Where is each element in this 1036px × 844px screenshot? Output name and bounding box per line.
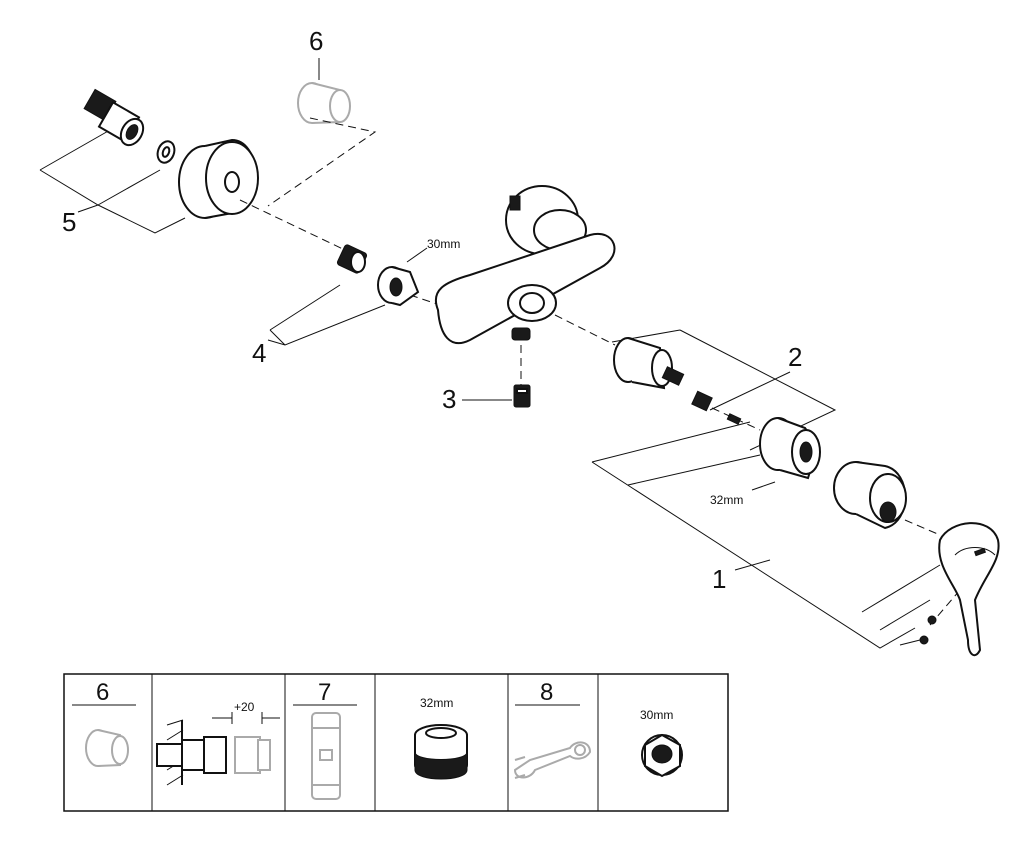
callout-1: 1 (712, 564, 726, 594)
table-label-32mm: 32mm (420, 696, 453, 710)
callout-3: 3 (442, 384, 456, 414)
table-number-6: 6 (96, 679, 109, 706)
cartridge (613, 337, 685, 390)
callout-2: 2 (788, 342, 802, 372)
s-union-connector (83, 88, 145, 147)
callout-4: 4 (252, 338, 266, 368)
table-label-30mm: 30mm (640, 708, 673, 722)
adapter (691, 390, 713, 412)
mixer-body (434, 185, 616, 345)
bonnet-nut-icon (414, 724, 468, 780)
callout-6-group: 6 (267, 26, 377, 207)
bonnet-nut-32mm (759, 417, 821, 480)
extension-diagram-icon: +20 (156, 700, 280, 786)
callout-5-group: 5 (39, 88, 259, 237)
hex-nut-30mm (377, 266, 420, 307)
dimension-32mm: 32mm (710, 493, 743, 507)
screw (726, 413, 742, 425)
callout-6: 6 (309, 26, 323, 56)
callout-5: 5 (62, 207, 76, 237)
threaded-nipple (336, 244, 368, 274)
accessory-table: 6 +20 7 32mm (63, 673, 729, 812)
wall-rosette (178, 138, 259, 219)
extension-part-grey (297, 82, 351, 124)
callout-1-group: 1 32mm (591, 417, 1000, 657)
wrench-icon (513, 741, 592, 779)
table-number-7: 7 (318, 679, 331, 706)
tool-sleeve-icon (311, 712, 341, 800)
callout-4-group: 4 30mm (252, 237, 460, 368)
lever-handle (938, 522, 1000, 657)
table-number-8: 8 (540, 679, 553, 706)
callout-3-group: 3 (442, 345, 531, 414)
handle-sleeve (833, 461, 907, 530)
dimension-30mm: 30mm (427, 237, 460, 251)
extension-part-icon (85, 729, 129, 767)
check-valve (513, 384, 531, 408)
set-screws (919, 615, 937, 645)
hex-nut-icon (641, 733, 683, 778)
washer (156, 140, 176, 164)
extension-label: +20 (234, 700, 255, 714)
